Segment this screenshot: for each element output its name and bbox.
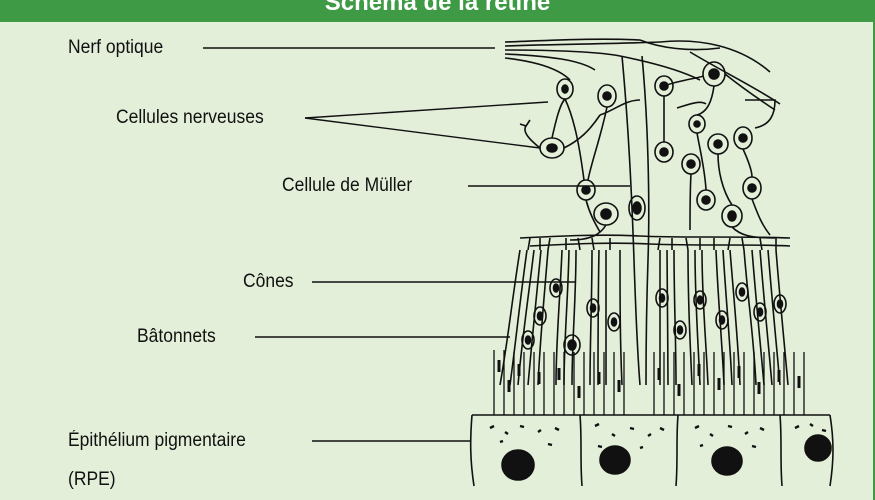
label-epithelium-pigmentaire: Épithélium pigmentaire [68, 430, 246, 452]
label-cellules-nerveuses: Cellules nerveuses [116, 107, 264, 129]
label-cellule-muller: Cellule de Müller [282, 175, 412, 197]
photoreceptor-layer [500, 250, 788, 385]
label-batonnets: Bâtonnets [137, 326, 216, 348]
rpe-layer [471, 415, 833, 486]
outer-segments [494, 350, 804, 415]
label-rpe: (RPE) [68, 469, 116, 491]
leader-line-cellules-nerveuses-upper [305, 102, 548, 118]
retina-cells [471, 39, 833, 486]
leader-line-cellules-nerveuses-lower [305, 118, 540, 148]
label-cones: Cônes [243, 271, 294, 293]
label-nerf-optique: Nerf optique [68, 37, 163, 59]
